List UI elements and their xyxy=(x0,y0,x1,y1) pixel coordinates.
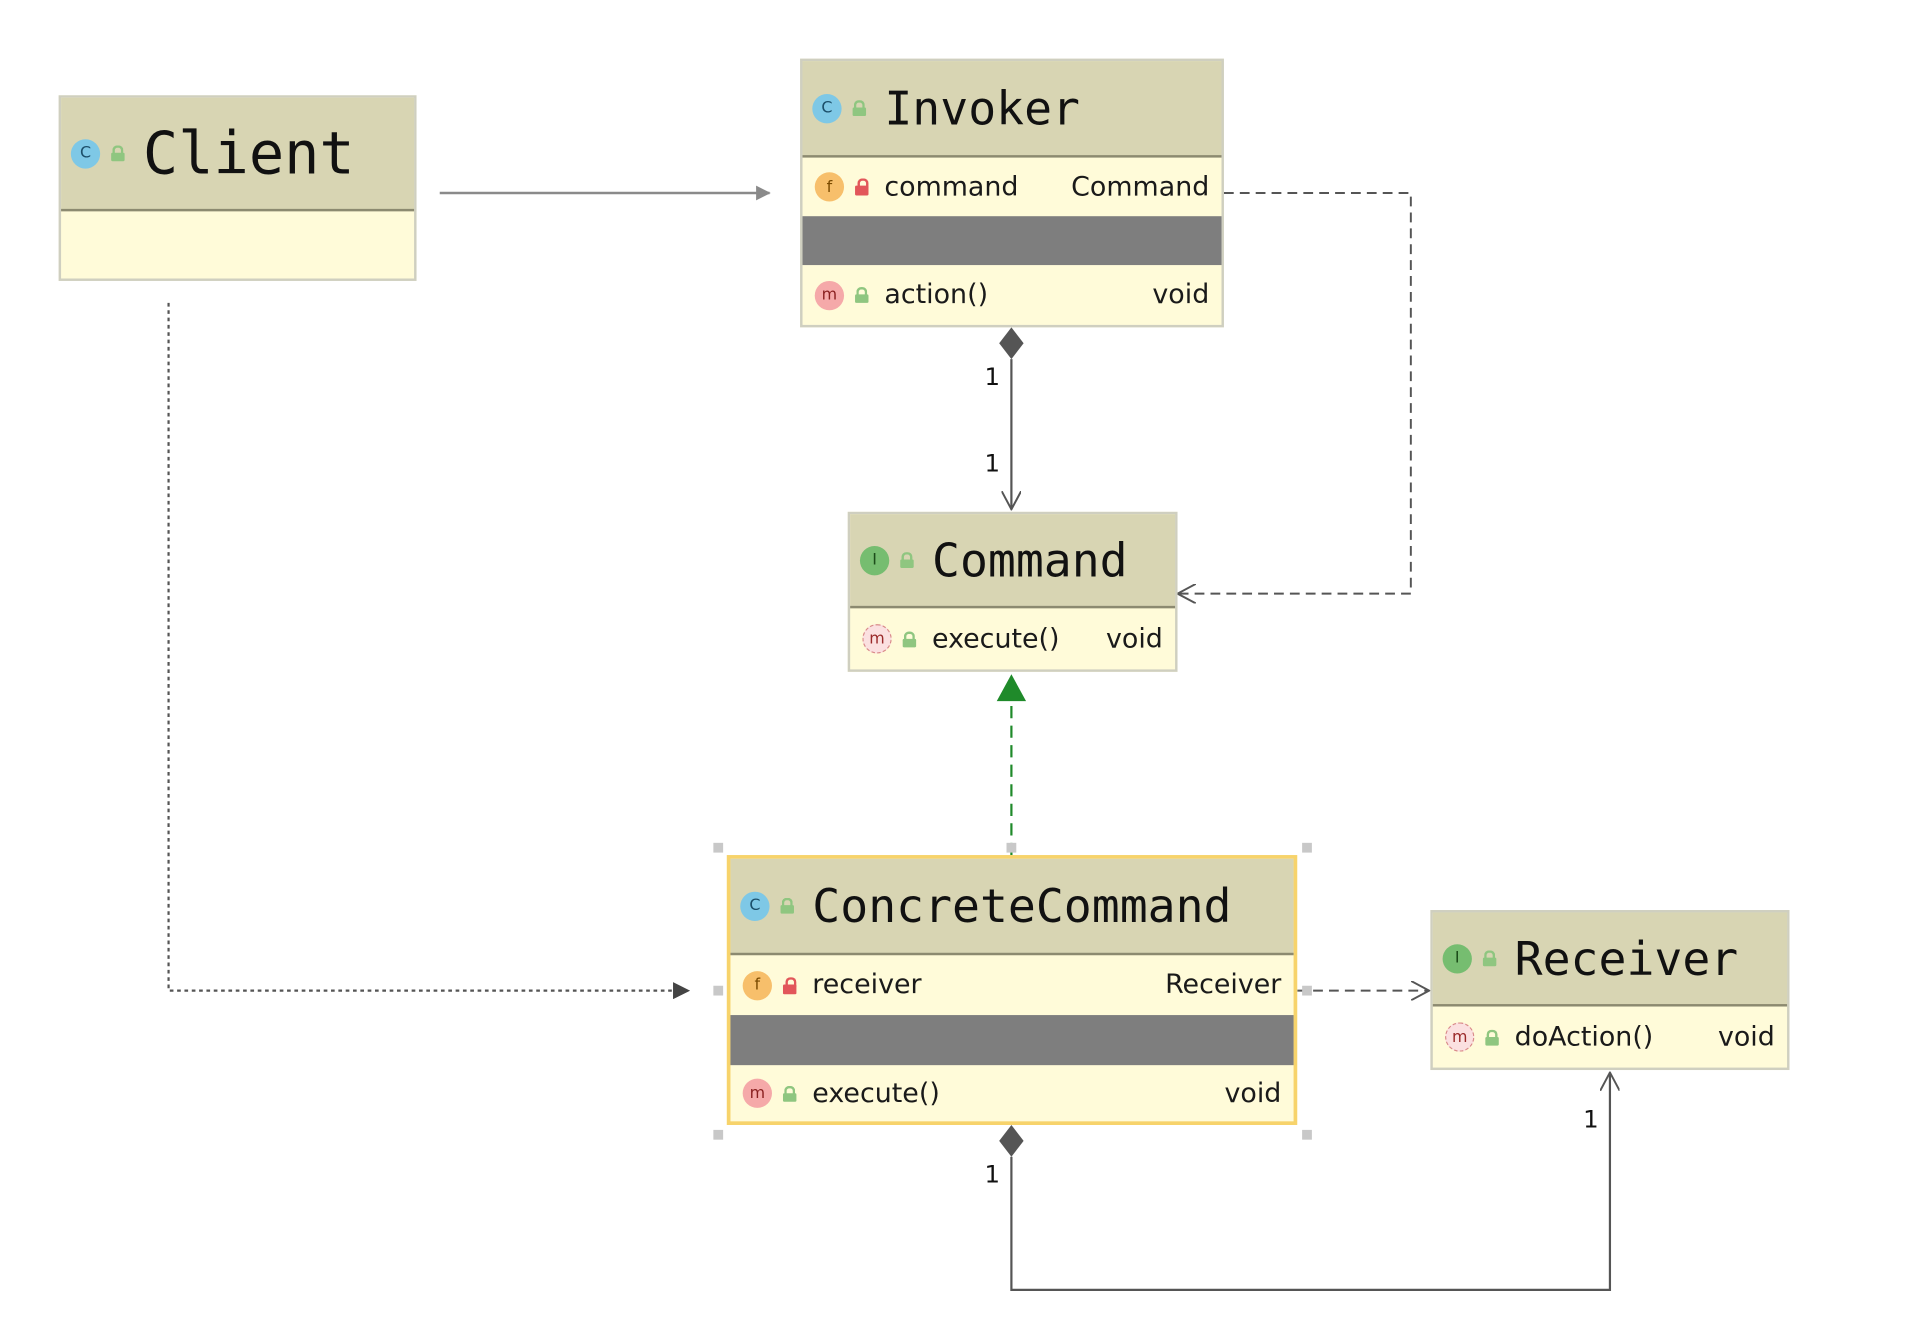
selection-handle-middle-right[interactable] xyxy=(1302,985,1312,996)
field-icon: f xyxy=(814,172,845,202)
public-visibility-icon xyxy=(901,630,917,647)
invoker-command-composition-diamond[interactable] xyxy=(999,327,1024,360)
concrete-command-realization-arrowhead[interactable] xyxy=(996,674,1027,702)
method-return-type: void xyxy=(1717,1021,1775,1053)
class-name: Receiver xyxy=(1514,931,1739,986)
interface-kind-icon: I xyxy=(1442,943,1472,973)
class-concrete-command-header[interactable]: C ConcreteCommand xyxy=(730,858,1294,956)
public-visibility-icon xyxy=(782,1085,798,1102)
class-name: Command xyxy=(932,533,1128,587)
method-name: action() xyxy=(884,279,989,311)
method-icon: m xyxy=(742,1078,772,1108)
method-row[interactable]: m action() void xyxy=(803,265,1222,325)
public-visibility-icon xyxy=(851,100,867,117)
field-type: Receiver xyxy=(1165,969,1282,1001)
method-row[interactable]: m execute() void xyxy=(730,1065,1293,1121)
selection-handle-top-left[interactable] xyxy=(713,842,724,853)
method-row[interactable]: m execute() void xyxy=(850,608,1175,669)
class-invoker-header[interactable]: C Invoker xyxy=(802,61,1222,158)
field-icon: f xyxy=(742,970,772,1000)
interface-receiver-header[interactable]: I Receiver xyxy=(1432,912,1788,1007)
multiplicity-concrete-command-end: 1 xyxy=(984,1159,1001,1189)
field-row[interactable]: f receiver Receiver xyxy=(730,955,1293,1015)
concrete-receiver-composition-diamond[interactable] xyxy=(999,1125,1024,1157)
method-row[interactable]: m doAction() void xyxy=(1433,1007,1787,1068)
class-concrete-command[interactable]: C ConcreteCommand f receiver Receiver m … xyxy=(726,855,1298,1126)
field-name: receiver xyxy=(812,969,922,1001)
empty-compartment xyxy=(802,216,1222,266)
method-return-type: void xyxy=(1152,279,1210,311)
class-kind-icon: C xyxy=(812,93,842,123)
public-visibility-icon xyxy=(779,897,795,914)
method-icon: m xyxy=(814,280,845,310)
field-row[interactable]: f command Command xyxy=(803,158,1222,217)
private-visibility-icon xyxy=(854,178,870,196)
class-kind-icon: C xyxy=(740,891,770,921)
field-type: Command xyxy=(1071,171,1210,203)
class-client-header[interactable]: C Client xyxy=(61,97,415,212)
concrete-receiver-composition-line[interactable] xyxy=(1010,1072,1610,1292)
method-return-type: void xyxy=(1224,1077,1282,1109)
invoker-command-dependency[interactable] xyxy=(1178,192,1412,594)
selection-handle-top-middle[interactable] xyxy=(1006,842,1017,853)
empty-compartment xyxy=(730,1015,1294,1066)
selection-handle-bottom-right[interactable] xyxy=(1302,1129,1312,1140)
method-name: doAction() xyxy=(1514,1021,1654,1053)
interface-command-header[interactable]: I Command xyxy=(850,514,1176,609)
interface-kind-icon: I xyxy=(859,545,890,575)
method-name: execute() xyxy=(932,623,1060,655)
public-visibility-icon xyxy=(899,552,915,568)
public-visibility-icon xyxy=(110,145,126,162)
method-return-type: void xyxy=(1105,623,1163,655)
abstract-method-icon: m xyxy=(1445,1022,1475,1052)
method-name: execute() xyxy=(812,1077,940,1109)
multiplicity-invoker-end: 1 xyxy=(984,361,1001,391)
field-name: command xyxy=(884,171,1019,203)
class-name: Invoker xyxy=(884,81,1080,135)
selection-handle-middle-left[interactable] xyxy=(713,985,724,996)
selection-handle-top-right[interactable] xyxy=(1302,842,1312,853)
public-visibility-icon xyxy=(854,287,870,303)
abstract-method-icon: m xyxy=(862,624,892,654)
private-visibility-icon xyxy=(782,976,798,994)
multiplicity-receiver-end: 1 xyxy=(1583,1104,1599,1134)
class-client[interactable]: C Client xyxy=(58,95,417,281)
multiplicity-command-end: 1 xyxy=(984,448,1001,478)
client-concrete-command-dependency[interactable] xyxy=(167,302,691,1000)
interface-command[interactable]: I Command m execute() void xyxy=(847,511,1178,672)
public-visibility-icon xyxy=(1484,1029,1500,1045)
interface-receiver[interactable]: I Receiver m doAction() void xyxy=(1430,910,1790,1071)
class-kind-icon: C xyxy=(70,138,101,168)
class-name: ConcreteCommand xyxy=(812,878,1232,933)
class-invoker[interactable]: C Invoker f command Command m action() v… xyxy=(800,58,1224,328)
public-visibility-icon xyxy=(1482,950,1498,967)
selection-handle-bottom-left[interactable] xyxy=(713,1129,724,1140)
class-name: Client xyxy=(142,119,355,188)
